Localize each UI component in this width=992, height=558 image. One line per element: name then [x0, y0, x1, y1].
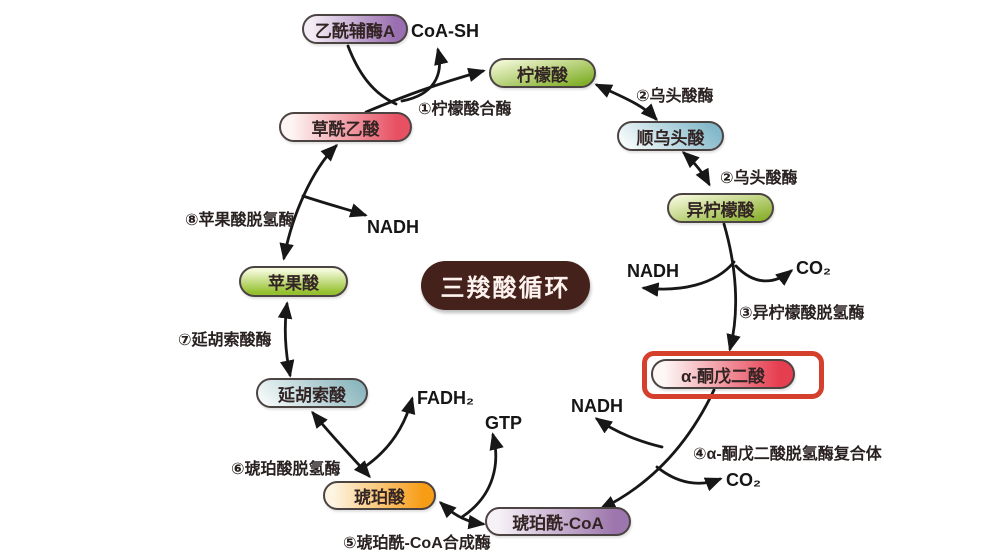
metabolite-label: 异柠檬酸 [686, 200, 755, 220]
enzyme-malate-dehydrogenase: ⑧苹果酸脱氢酶 [185, 212, 295, 229]
arrow-isocitrate-to-akg [722, 222, 741, 352]
metabolite-cis-aconitate: 顺乌头酸 [617, 121, 724, 151]
metabolite-label: 琥珀酸 [354, 488, 405, 507]
label-nadh-right: NADH [627, 261, 679, 281]
metabolite-label: 延胡索酸 [278, 385, 346, 405]
arrow-to-coa-sh [400, 47, 449, 103]
metabolite-label: 苹果酸 [268, 274, 319, 293]
metabolite-label: 柠檬酸 [517, 65, 568, 85]
metabolite-isocitrate: 异柠檬酸 [667, 193, 774, 223]
diagram-title-text: 三羧酸循环 [440, 275, 571, 302]
enzyme-citrate-synthase: ①柠檬酸合酶 [418, 101, 512, 118]
enzyme-akg-dehydrogenase-complex: ④α-酮戊二酸脱氢酶复合体 [693, 446, 882, 463]
enzyme-fumarase: ⑦延胡索酸酶 [178, 332, 272, 349]
arrow-branch-nadh-left [301, 194, 368, 218]
label-co2-bottom: CO₂ [726, 470, 761, 490]
diagram-title: 三羧酸循环 [421, 261, 590, 310]
metabolite-label: α-酮戊二酸 [680, 366, 766, 386]
metabolite-malate: 苹果酸 [239, 266, 348, 297]
label-nadh-left: NADH [367, 217, 419, 237]
enzyme-aconitase-2: ②乌头酸酶 [720, 170, 798, 187]
metabolite-label: 乙酰辅酶A [314, 21, 396, 41]
metabolite-acetyl-coa: 乙酰辅酶A [302, 14, 408, 44]
highlight-box-alpha-ketoglutarate [642, 351, 824, 399]
label-gtp: GTP [485, 413, 523, 433]
arrow-oxaloacetate-to-citrate [364, 67, 486, 114]
arrow-branch-nadh-mid [594, 417, 664, 449]
label-coa-sh: CoA-SH [411, 21, 479, 41]
metabolite-label: 琥珀酰-CoA [512, 514, 604, 533]
arrow-branch-co2-right [734, 264, 794, 286]
label-fadh2: FADH₂ [417, 388, 474, 408]
arrow-fumarate-malate [277, 301, 295, 378]
metabolite-alpha-ketoglutarate: α-酮戊二酸 [651, 359, 795, 389]
arrow-citrate-cisaconitate [594, 83, 658, 122]
metabolite-succinate: 琥珀酸 [323, 481, 436, 510]
enzyme-isocitrate-dehydrogenase: ③异柠檬酸脱氢酶 [739, 305, 865, 322]
metabolite-fumarate: 延胡索酸 [256, 378, 368, 408]
enzyme-succinate-dehydrogenase: ⑥琥珀酸脱氢酶 [231, 461, 341, 478]
arrow-cisaconitate-isocitrate [681, 151, 711, 187]
enzyme-succinyl-coa-synthetase: ⑤琥珀酰-CoA合成酶 [343, 535, 491, 552]
arrow-branch-nadh-right [641, 260, 736, 297]
arrow-succinate-fumarate [311, 410, 371, 479]
metabolite-succinyl-coa: 琥珀酰-CoA [485, 507, 631, 536]
metabolite-label: 草酰乙酸 [311, 119, 380, 139]
enzyme-aconitase-1: ②乌头酸酶 [636, 88, 714, 105]
metabolite-citrate: 柠檬酸 [489, 58, 596, 88]
arrow-branch-gtp [460, 432, 504, 519]
arrow-branch-fadh2 [361, 396, 416, 470]
arrow-branch-co2-bottom [655, 465, 723, 492]
metabolite-oxaloacetate: 草酰乙酸 [279, 112, 412, 142]
arrow-acetylcoa-merge [346, 44, 398, 106]
label-co2-right: CO₂ [796, 258, 831, 278]
arrow-malate-oxaloacetate [279, 144, 338, 261]
metabolite-label: 顺乌头酸 [636, 128, 705, 148]
arrow-akg-to-succinylcoa [598, 388, 716, 511]
label-nadh-mid: NADH [571, 396, 623, 416]
